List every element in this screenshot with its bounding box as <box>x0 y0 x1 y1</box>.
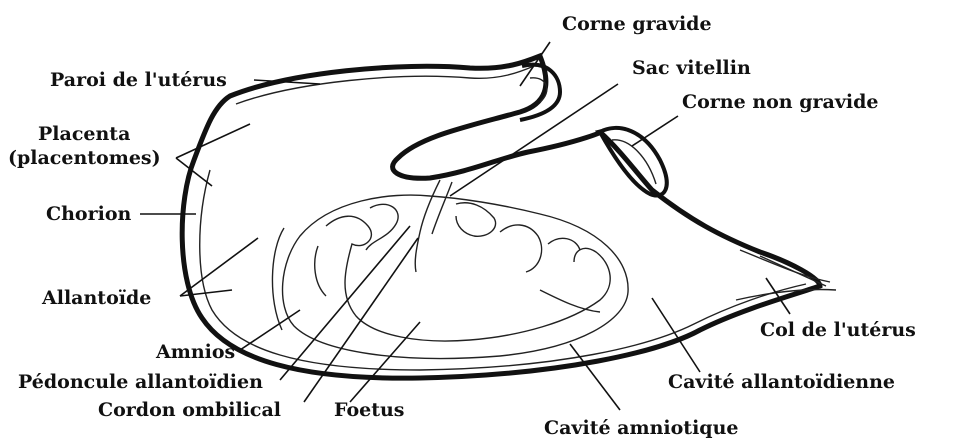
label-placenta: Placenta <box>38 123 130 145</box>
amnion <box>272 195 628 358</box>
cervix <box>736 250 836 300</box>
umbilical-cord <box>415 180 452 272</box>
label-corne-gravide: Corne gravide <box>562 13 712 35</box>
label-amnios: Amnios <box>155 341 235 363</box>
label-col-uterus: Col de l'utérus <box>760 319 916 341</box>
foetus-figure <box>315 203 610 341</box>
label-chorion: Chorion <box>46 203 132 225</box>
label-cavite-amniotique: Cavité amniotique <box>544 417 738 439</box>
label-cordon-ombilical: Cordon ombilical <box>98 399 281 421</box>
label-sac-vitellin: Sac vitellin <box>632 57 751 79</box>
label-allantoide: Allantoïde <box>41 287 151 309</box>
label-paroi-uterus: Paroi de l'utérus <box>50 69 227 91</box>
label-corne-non-gravide: Corne non gravide <box>682 91 878 113</box>
non-gravid-horn <box>600 128 667 196</box>
label-placentomes: (placentomes) <box>8 147 161 169</box>
label-cavite-allantoidienne: Cavité allantoïdienne <box>668 371 895 393</box>
label-pedoncule: Pédoncule allantoïdien <box>18 371 263 393</box>
label-foetus: Foetus <box>334 399 405 421</box>
